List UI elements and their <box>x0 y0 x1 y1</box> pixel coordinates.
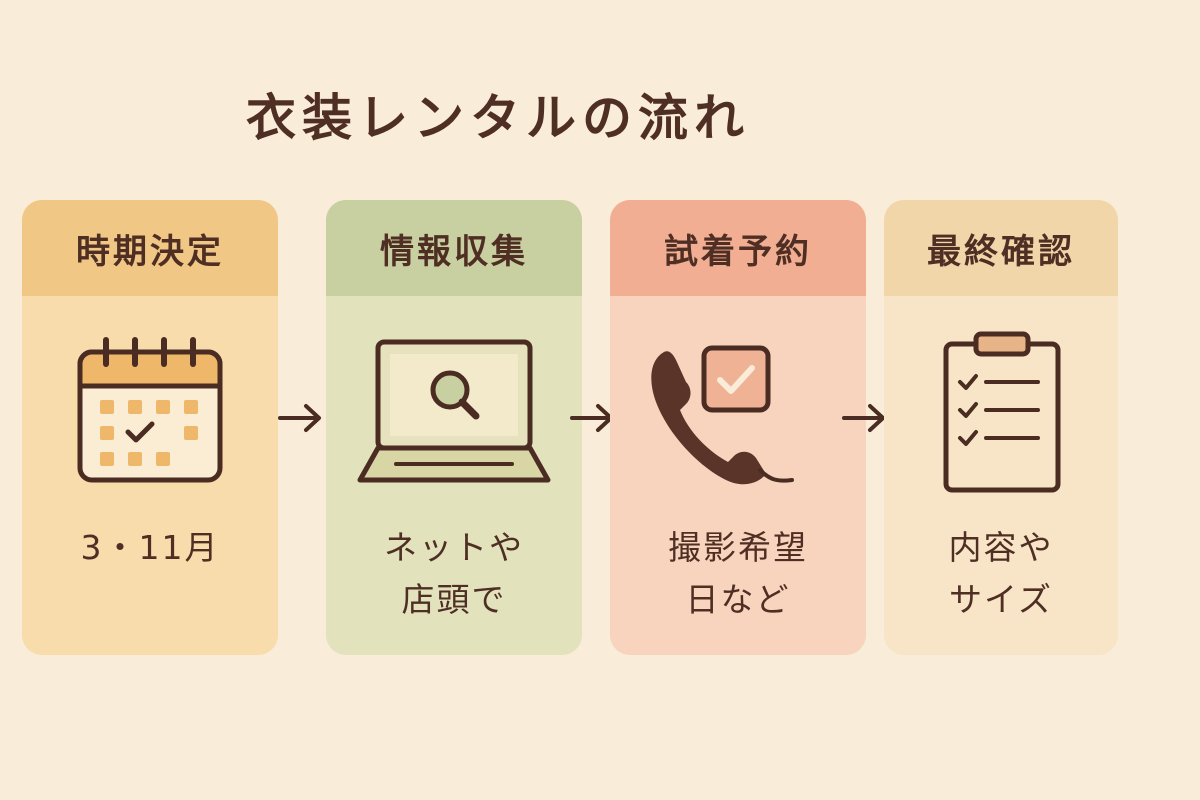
calendar-icon <box>22 330 278 500</box>
step-description-line: ネットや <box>384 528 524 567</box>
step-card-final-check: 最終確認 内容や サイズ <box>884 200 1118 655</box>
step-description-line: 3・11月 <box>80 528 220 567</box>
step-description: 撮影希望 日など <box>610 522 866 626</box>
step-card-timing: 時期決定 3・11月 <box>22 200 278 655</box>
arrow-right-icon <box>840 398 888 438</box>
step-card-reservation: 試着予約 撮影希望 日など <box>610 200 866 655</box>
clipboard-checklist-icon <box>884 330 1118 500</box>
step-description: ネットや 店頭で <box>326 522 582 626</box>
step-description-line: 日など <box>685 580 791 619</box>
step-description-line: 内容や <box>948 528 1054 567</box>
step-description: 内容や サイズ <box>884 522 1118 626</box>
step-heading: 最終確認 <box>884 200 1118 296</box>
laptop-search-icon <box>326 330 582 500</box>
arrow-right-icon <box>276 398 324 438</box>
step-heading: 情報収集 <box>326 200 582 296</box>
page-title: 衣装レンタルの流れ <box>246 89 750 147</box>
step-description-line: 店頭で <box>401 580 507 619</box>
step-heading: 試着予約 <box>610 200 866 296</box>
arrow-right-icon <box>568 398 616 438</box>
phone-check-icon <box>610 330 866 500</box>
step-card-research: 情報収集 ネットや 店頭で <box>326 200 582 655</box>
step-description-line: 撮影希望 <box>668 528 808 567</box>
step-heading: 時期決定 <box>22 200 278 296</box>
step-description: 3・11月 <box>22 522 278 574</box>
step-description-line: サイズ <box>948 580 1053 619</box>
